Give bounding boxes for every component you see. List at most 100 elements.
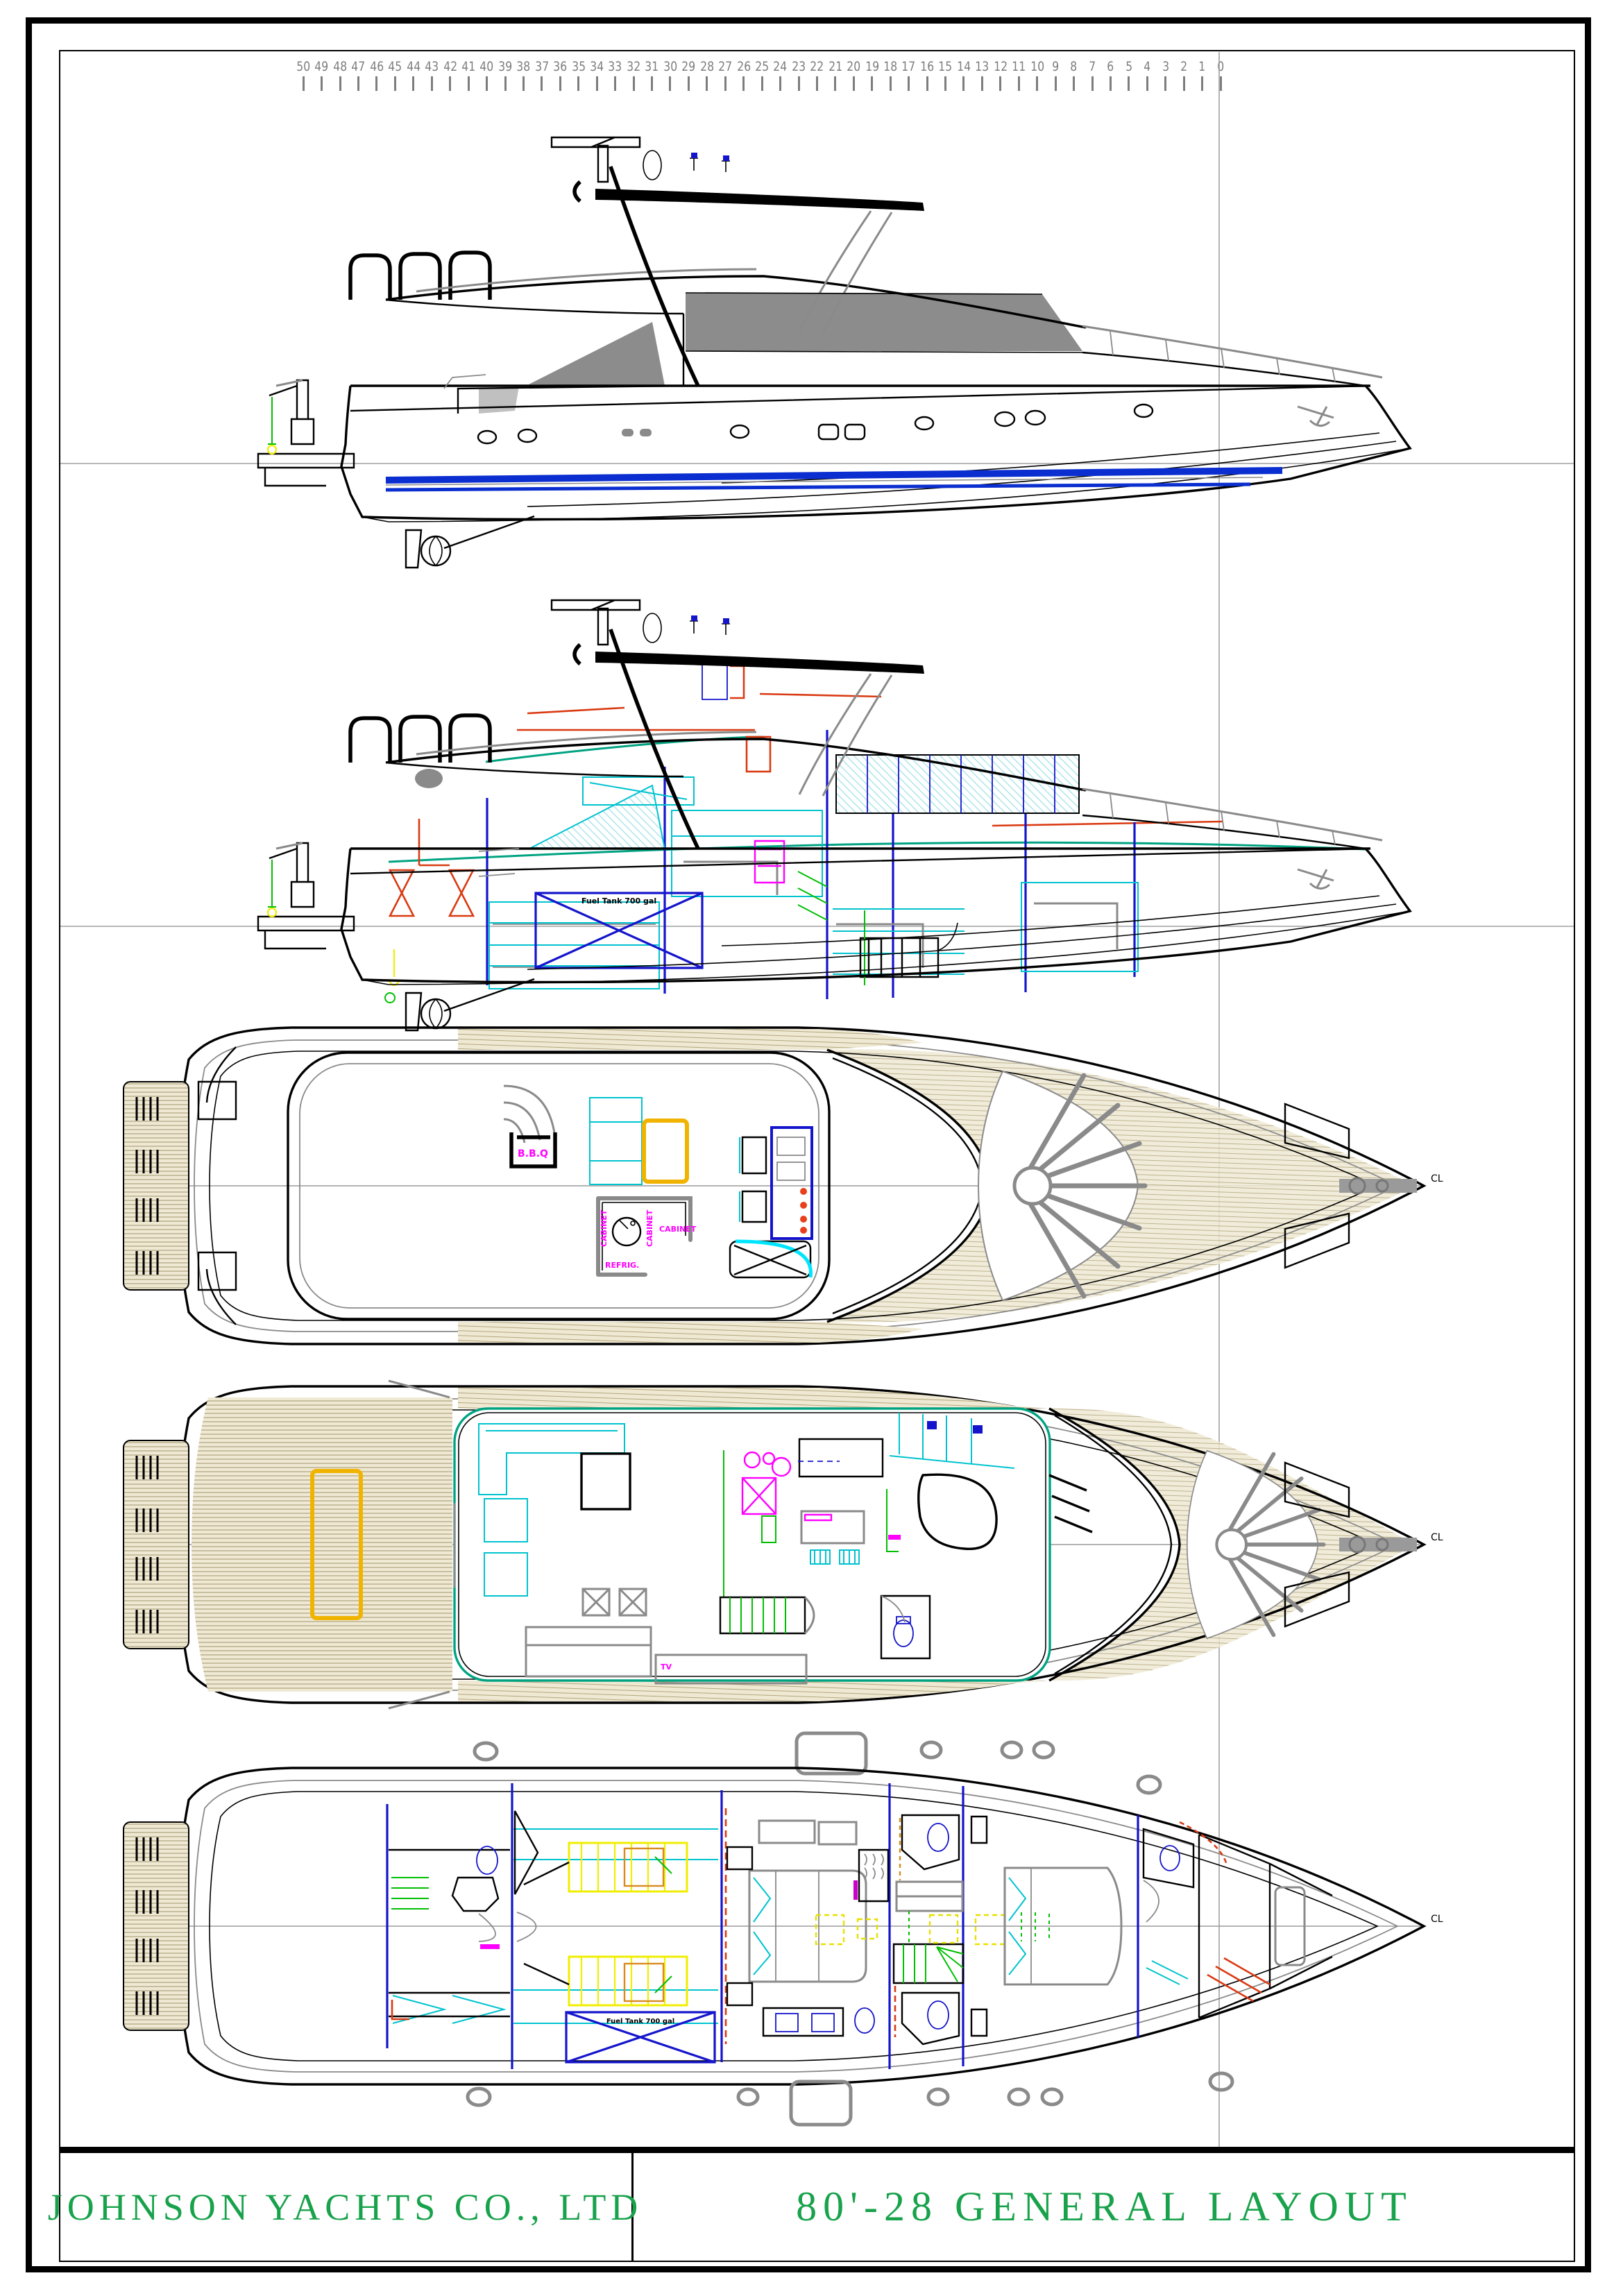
master-head [762,2007,875,2037]
ruler-tick: 41 [459,60,477,91]
vip-head [1142,1828,1195,1889]
ruler-tick: 23 [790,60,808,91]
drawing-title: 80'-28 GENERAL LAYOUT [796,2184,1413,2229]
ruler-tick: 30 [661,60,679,91]
ruler-tick: 34 [588,60,606,91]
ruler-tick: 33 [606,60,624,91]
title-block-company-cell: JOHNSON YACHTS CO., LTD [48,2153,638,2261]
wet-bar: CABINET CABINET CABINET REFRIG. [596,1196,697,1277]
ruler-tick: 16 [918,60,936,91]
ruler-tick: 43 [423,60,441,91]
lower-deck-plan: Fuel Tank 700 gal [122,1767,1443,2086]
ruler-tick: 15 [936,60,954,91]
title-block-title-cell: 80'-28 GENERAL LAYOUT [634,2153,1575,2261]
ruler-tick: 28 [698,60,716,91]
windshield-glass [529,322,665,386]
sheet-inner-border [59,50,1575,2262]
ruler-tick: 7 [1083,60,1101,91]
fuel-tank-profile: Fuel Tank 700 gal [534,892,704,969]
salon-furniture: TV [478,1423,808,1685]
ruler-tick: 17 [899,60,917,91]
title-block: JOHNSON YACHTS CO., LTD 80'-28 GENERAL L… [48,2147,1575,2261]
crew-quarters [386,1783,513,2069]
ruler-tick: 44 [405,60,423,91]
ruler-tick: 8 [1064,60,1082,91]
ruler-tick: 13 [973,60,991,91]
master-stateroom [720,1783,891,2069]
ruler-tick: 18 [881,60,899,91]
ruler-tick: 48 [331,60,349,91]
centerline-label-lowerdeck: CL [1431,1914,1443,1925]
guest-cabins [892,1786,965,2066]
ruler-tick: 14 [955,60,973,91]
company-name: JOHNSON YACHTS CO., LTD [47,2186,643,2228]
wetbar-refrig-label: REFRIG. [605,1261,639,1270]
ruler-tick: 5 [1120,60,1138,91]
ruler-tick: 1 [1193,60,1211,91]
waterline-reference-interior [60,926,1574,927]
ruler-tick: 0 [1212,60,1230,91]
ruler-tick: 31 [643,60,661,91]
ruler-tick: 3 [1157,60,1175,91]
ruler-tick: 4 [1138,60,1156,91]
salon-walls [453,1407,1051,1682]
forepeak [1179,1821,1333,2019]
centerline-label-flybridge: CL [1431,1173,1443,1184]
bbq-unit: B.B.Q [509,1132,557,1168]
waterline-reference-exterior [60,463,1574,464]
ruler-tick: 29 [679,60,697,91]
flybridge-table [642,1119,689,1184]
flybridge-helm [739,1126,813,1240]
ruler-tick: 19 [863,60,881,91]
ruler-tick: 24 [771,60,789,91]
ruler-tick: 35 [570,60,588,91]
ruler-tick: 10 [1028,60,1046,91]
flybridge-deck-plan: B.B.Q CABINET CABINET CABINET REFRIG. [122,1026,1443,1345]
engine-room: Fuel Tank 700 gal [513,1810,718,2064]
ruler-tick: 49 [312,60,330,91]
ruler-tick: 42 [441,60,459,91]
ruler-tick: 45 [386,60,404,91]
ruler-tick: 46 [368,60,386,91]
station-zero-line [1218,52,1220,2149]
galley [741,1438,884,1565]
vip-stateroom [970,1815,1195,2037]
stern-portlight [415,769,443,788]
centerline-label-maindeck: CL [1431,1532,1443,1543]
ruler-tick: 6 [1101,60,1119,91]
ruler-tick: 26 [735,60,753,91]
hull-hatch-row-upper [473,1731,1162,1795]
tv-label: TV [661,1663,672,1672]
hull-portlights [477,403,1154,445]
wetbar-cabinet-label-2: CABINET [645,1209,654,1247]
interior-profile-view: Fuel Tank 700 gal [258,600,1410,1030]
ruler-tick: 38 [514,60,532,91]
guest-head-port [901,1814,960,1871]
exterior-profile-view [258,137,1410,568]
ruler-tick: 47 [349,60,367,91]
ruler-tick: 20 [844,60,863,91]
ruler-tick: 39 [496,60,514,91]
fuel-tank-label: Fuel Tank 700 gal [581,896,656,905]
ruler-tick: 25 [753,60,771,91]
ruler-tick: 21 [826,60,844,91]
ruler-tick: 40 [477,60,495,91]
main-deck-plan: TV [122,1379,1443,1710]
salon-window-band [686,293,1082,351]
bbq-label: B.B.Q [518,1148,548,1159]
ruler-tick: 22 [808,60,826,91]
ruler-tick: 36 [551,60,569,91]
starboard-engine [523,1955,688,2007]
hull-hatch-row-lower [466,2071,1234,2127]
bilge-lockers [815,1914,1006,1946]
flybridge-stairs [729,1239,813,1279]
sheet-outer-border [26,17,1591,2272]
port-engine [523,1842,688,1893]
ruler-tick: 11 [1010,60,1028,91]
ruler-tick: 9 [1046,60,1064,91]
ruler-tick: 12 [992,60,1010,91]
ruler-tick: 50 [294,60,312,91]
cockpit-hatch [310,1469,363,1620]
